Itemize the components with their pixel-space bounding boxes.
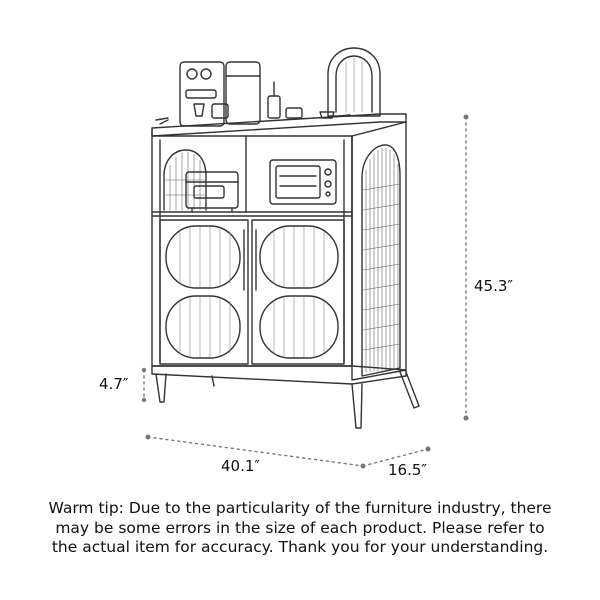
warm-tip-text: Warm tip: Due to the particularity of th…: [0, 499, 600, 558]
leg-dimension-dot-bottom: [141, 397, 147, 403]
upper-left-compartment: [163, 149, 239, 213]
coffee-machine: [179, 61, 261, 127]
cutting-board: [327, 47, 381, 117]
lower-doors: [159, 219, 345, 365]
top-accessories: [267, 81, 335, 119]
leg-dimension-dot-top: [141, 367, 147, 373]
side-rattan-panel: [362, 147, 401, 373]
warm-tip-line: may be some errors in the size of each p…: [55, 518, 545, 537]
depth-label: 16.5″: [388, 461, 428, 479]
height-label: 45.3″: [474, 277, 514, 295]
height-dimension-dot-bottom: [463, 415, 469, 421]
depth-dimension-dot-right: [425, 446, 431, 452]
upper-right-compartment: [269, 159, 337, 205]
leg-height-label: 4.7″: [99, 375, 129, 393]
width-label: 40.1″: [221, 457, 261, 475]
cabinet-base-legs: [151, 365, 420, 429]
height-dimension-dot-top: [463, 114, 469, 120]
width-dimension-line: [147, 436, 364, 467]
warm-tip-line: the actual item for accuracy. Thank you …: [51, 538, 549, 556]
warm-tip-line: Warm tip: Due to the particularity of th…: [48, 499, 552, 517]
fluted-glass-lines: [179, 226, 325, 358]
width-dimension-dot-left: [145, 434, 151, 440]
depth-dimension-line: [362, 448, 429, 467]
